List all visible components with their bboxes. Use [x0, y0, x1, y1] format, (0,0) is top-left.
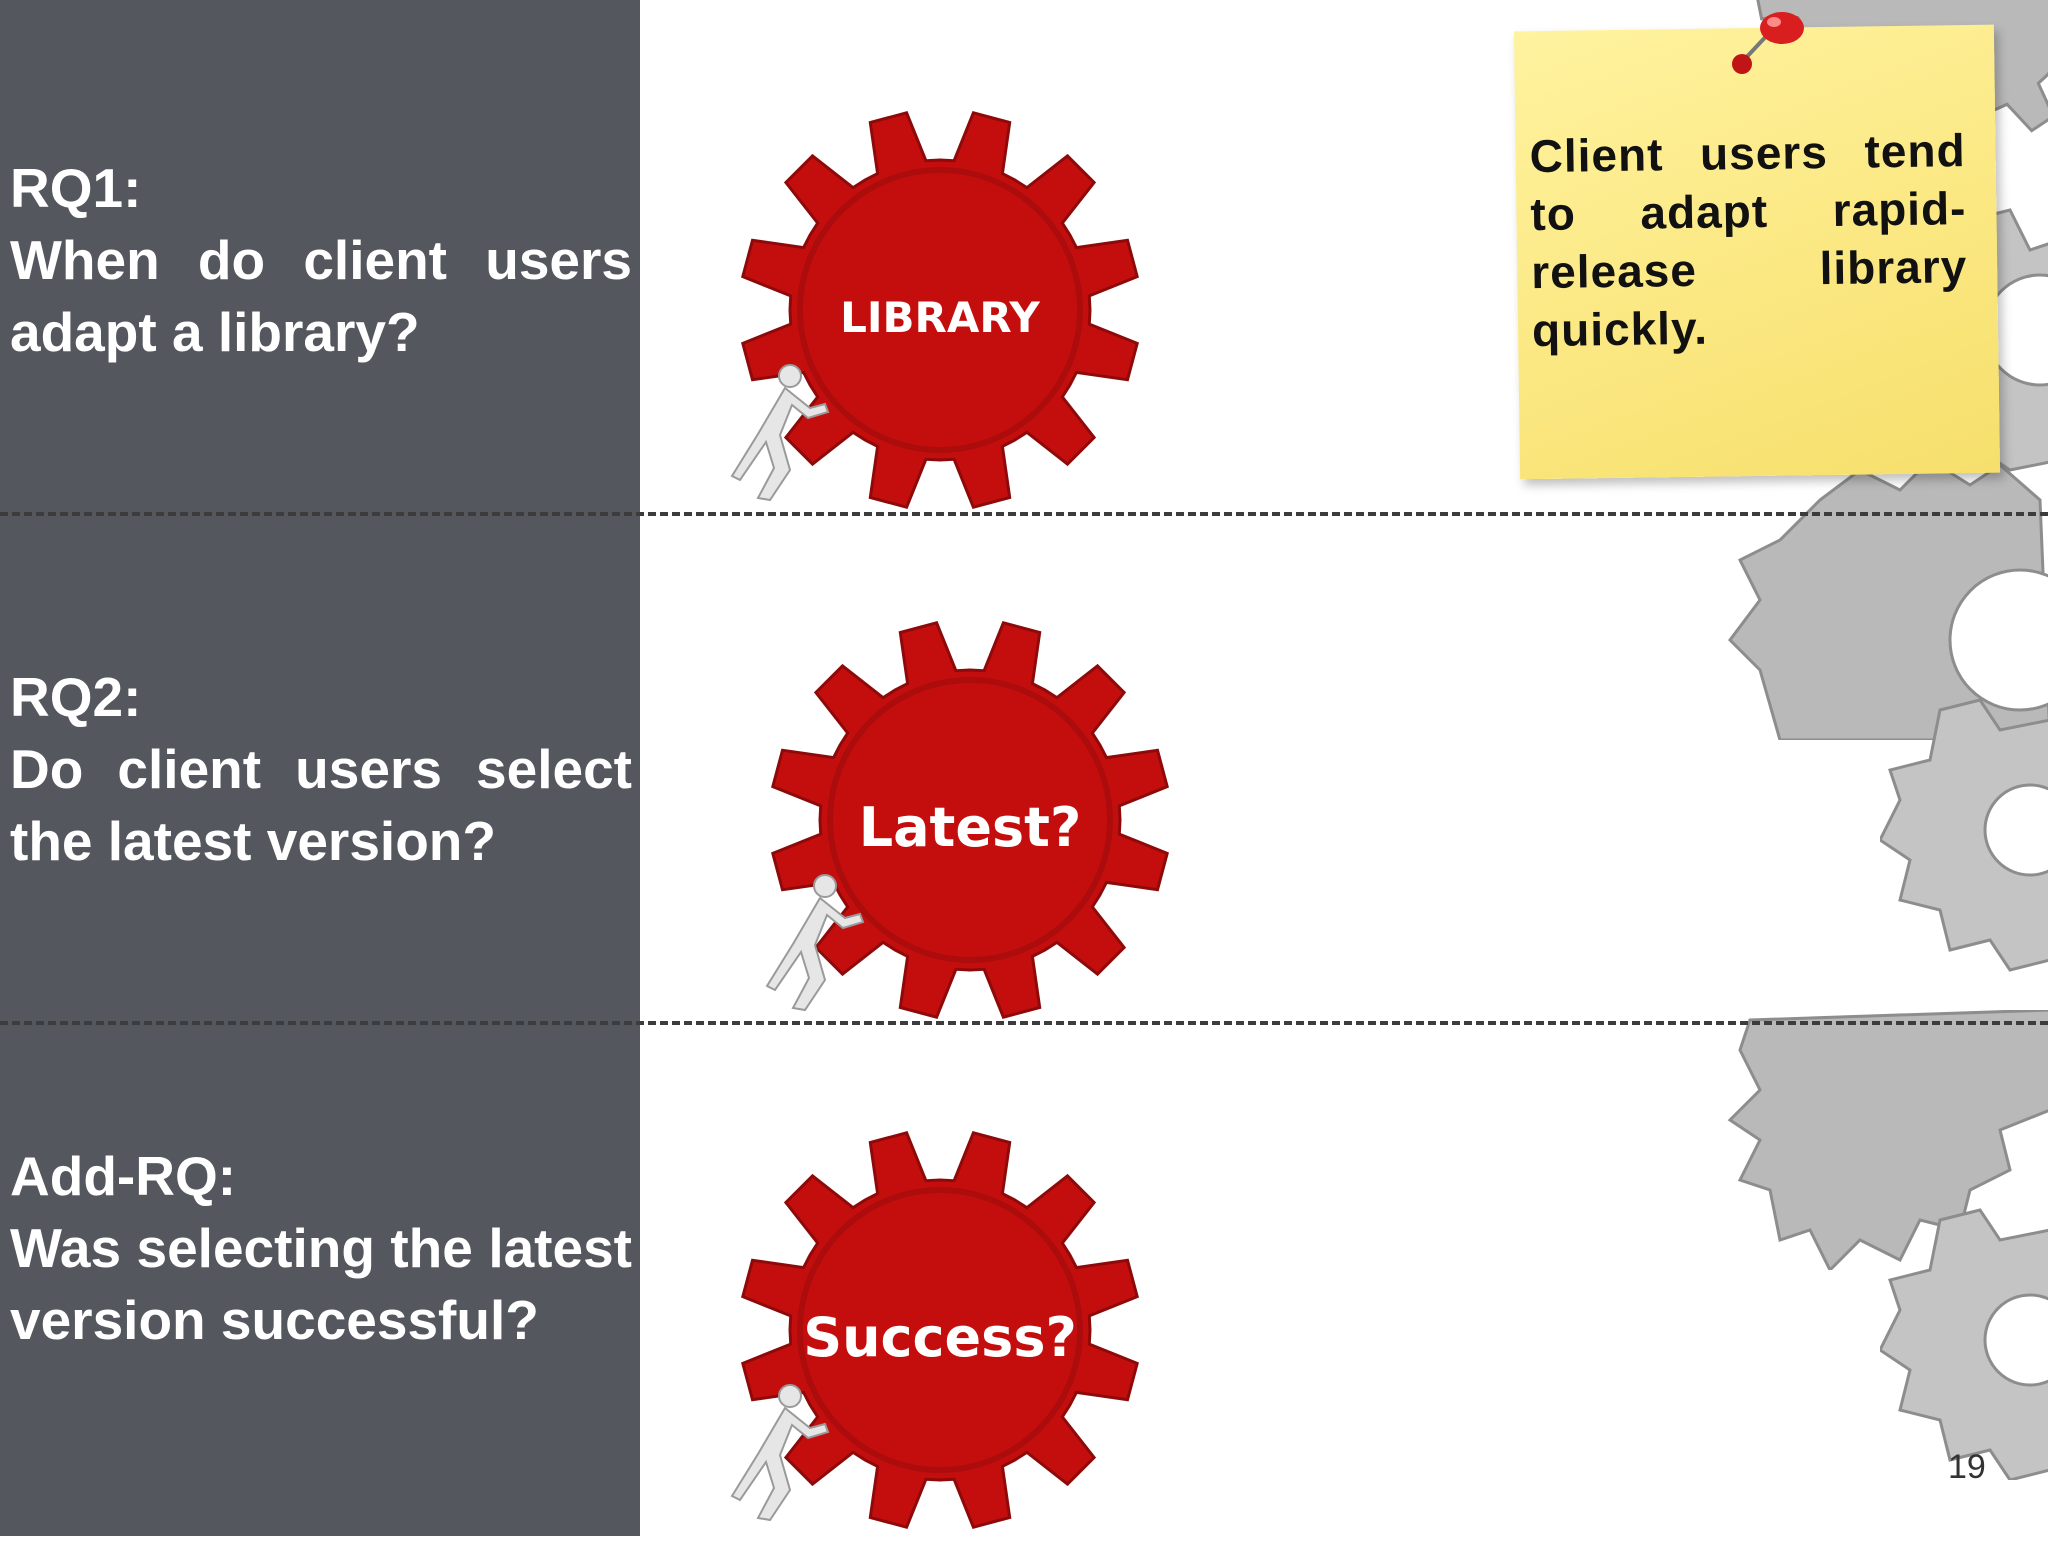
- gear-latest: Latest?: [765, 610, 1170, 1030]
- research-question-add: Add-RQ: Was selecting the latest version…: [10, 1140, 632, 1356]
- gray-gear-icon: [1727, 1010, 2048, 1270]
- gear-success: Success?: [730, 1120, 1140, 1536]
- sidebar: RQ1: When do client users adapt a librar…: [0, 0, 640, 1536]
- page-number: 19: [1948, 1448, 1986, 1486]
- pushing-figure-icon: [730, 364, 830, 502]
- gear-label: Latest?: [858, 796, 1082, 859]
- rq-text: Was selecting the latest version success…: [10, 1217, 632, 1351]
- gray-gear-icon: [1880, 1208, 2048, 1480]
- gray-gear-icon: [1728, 458, 2048, 740]
- rq-text: When do client users adapt a library?: [10, 229, 632, 363]
- gear-library: LIBRARY: [730, 100, 1140, 520]
- rq-label: Add-RQ:: [10, 1145, 237, 1207]
- sticky-note: Client users tend to adapt rapid-release…: [1513, 24, 2001, 480]
- research-question-2: RQ2: Do client users select the latest v…: [10, 661, 632, 877]
- rq-label: RQ2:: [10, 666, 142, 728]
- divider: [0, 512, 2048, 516]
- gear-label: LIBRARY: [840, 293, 1040, 342]
- rq-text: Do client users select the latest versio…: [10, 738, 632, 872]
- rq-label: RQ1:: [10, 157, 142, 219]
- gear-icon: [741, 1131, 1139, 1529]
- push-pin-icon: [1732, 12, 1804, 74]
- pushing-figure-icon: [765, 874, 865, 1012]
- gray-gear-icon: [1880, 698, 2048, 972]
- gear-icon: [771, 621, 1169, 1019]
- pushing-figure-icon: [730, 1384, 830, 1522]
- gear-icon: [741, 111, 1139, 509]
- gear-label: Success?: [803, 1306, 1077, 1369]
- divider: [0, 1021, 2048, 1025]
- sticky-note-text: Client users tend to adapt rapid-release…: [1529, 124, 1968, 357]
- research-question-1: RQ1: When do client users adapt a librar…: [10, 152, 632, 368]
